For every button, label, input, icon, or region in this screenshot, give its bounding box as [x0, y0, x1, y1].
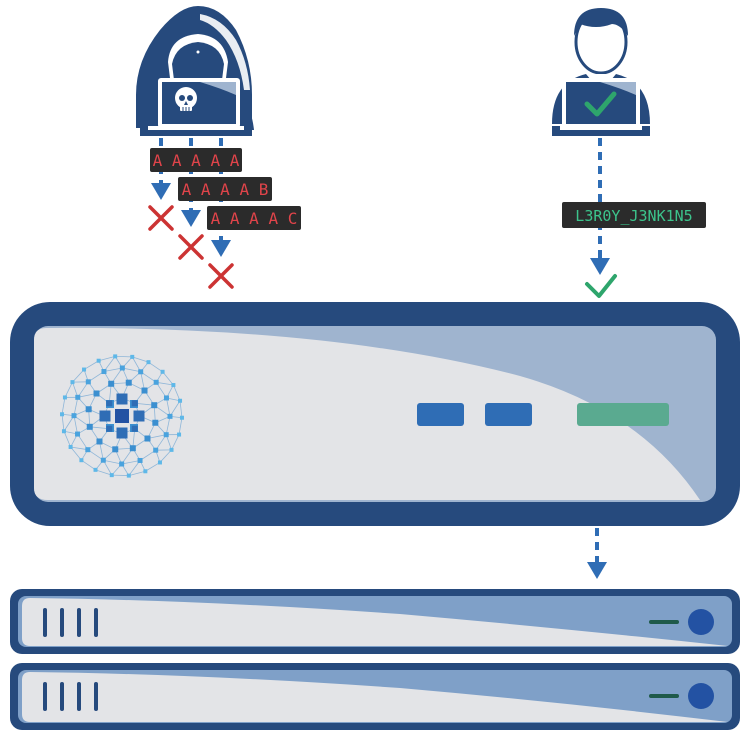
attempt-text-3: A A A A C [211, 209, 298, 228]
auth-appliance [10, 302, 740, 526]
accept-check-icon [585, 274, 617, 298]
password-label: L3R0Y_J3NK1N5 [562, 202, 706, 228]
user-at-laptop-icon [552, 8, 650, 136]
rack-server-1 [10, 589, 740, 654]
status-bar [577, 403, 669, 426]
attempt-text-2: A A A A B [182, 180, 269, 199]
attacker-arrow-2 [181, 138, 201, 227]
attempt-label-3: A A A A C [207, 206, 301, 230]
attacker-arrow-1 [151, 138, 171, 200]
attempt-label-1: A A A A A [150, 148, 242, 172]
indicator-light-2 [485, 403, 532, 426]
skull-icon [175, 87, 197, 111]
reject-cross-icon [208, 263, 234, 289]
user-arrow [590, 138, 610, 275]
indicator-light-1 [417, 403, 464, 426]
network-sphere-icon [60, 354, 184, 478]
password-text: L3R0Y_J3NK1N5 [575, 207, 692, 225]
rack-server-2 [10, 663, 740, 730]
checkmark-icon [584, 91, 617, 117]
reject-cross-icon [148, 205, 174, 231]
reject-cross-icon [178, 234, 204, 260]
attempt-text-1: A A A A A [153, 151, 240, 170]
attempt-label-2: A A A A B [178, 177, 272, 201]
attacker-hacker-icon [136, 6, 254, 136]
backend-arrow [587, 528, 607, 579]
